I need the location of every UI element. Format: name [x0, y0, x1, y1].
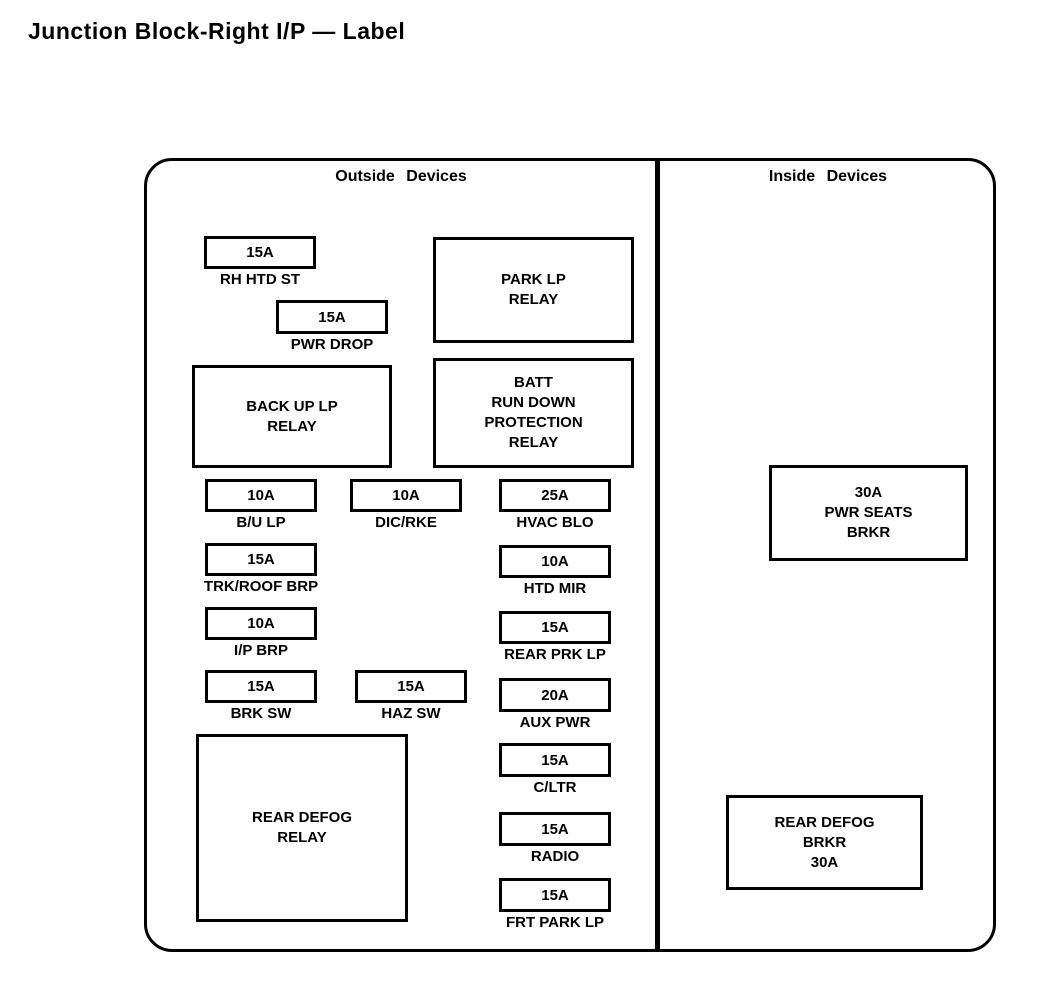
fuse-box: 15A — [205, 670, 317, 703]
relay-label-line: REAR DEFOG — [251, 809, 352, 826]
fuse-b-u-lp: 10A B/U LP — [205, 479, 317, 531]
relay-label-line: RELAY — [508, 434, 559, 451]
relay-pwr-seats-brkr: 30A PWR SEATS BRKR — [769, 465, 968, 561]
relay-label-line: BACK UP LP — [246, 397, 338, 415]
fuse-i-p-brp: 10A I/P BRP — [205, 607, 317, 659]
relay-label-line: RUN DOWN — [491, 394, 576, 411]
relay-label-line: 30A — [810, 853, 839, 871]
relay-back-up-lp-relay: BACK UP LP RELAY — [192, 365, 392, 468]
relay-label-line: RELAY — [267, 417, 317, 435]
fuse-haz-sw: 15A HAZ SW — [355, 670, 467, 722]
fuse-amp-rating: 20A — [541, 686, 569, 704]
fuse-c-ltr: 15A C/LTR — [499, 743, 611, 796]
fuse-dic-rke: 10A DIC/RKE — [350, 479, 462, 531]
fuse-amp-rating: 15A — [246, 244, 274, 261]
relay-label-line: 30A — [854, 484, 883, 501]
fuse-amp-rating: 15A — [397, 678, 425, 695]
outside-devices-header: Outside Devices — [335, 168, 467, 185]
fuse-box: 10A — [205, 607, 317, 640]
relay-label-line: RELAY — [508, 291, 559, 308]
fuse-box: 15A — [355, 670, 467, 703]
fuse-box: 15A — [276, 300, 388, 334]
fuse-box: 15A — [204, 236, 316, 269]
inside-devices-header: Inside Devices — [768, 168, 888, 185]
fuse-label: I/P BRP — [234, 642, 288, 659]
relay-batt-run-down-protection-relay: BATT RUN DOWN PROTECTION RELAY — [433, 358, 634, 468]
relay-label-line: PROTECTION — [484, 414, 583, 431]
fuse-amp-rating: 10A — [247, 487, 275, 504]
fuse-trk-roof-brp: 15A TRK/ROOF BRP — [203, 543, 319, 595]
relay-park-lp-relay: PARK LP RELAY — [433, 237, 634, 343]
fuse-amp-rating: 15A — [318, 308, 346, 326]
fuse-box: 15A — [205, 543, 317, 576]
fuse-amp-rating: 15A — [247, 678, 275, 695]
fuse-box: 15A — [499, 812, 611, 846]
fuse-box: 20A — [499, 678, 611, 712]
fuse-box: 10A — [499, 545, 611, 578]
fuse-brk-sw: 15A BRK SW — [205, 670, 317, 722]
fuse-label: RADIO — [530, 848, 580, 865]
fuse-label: RH HTD ST — [220, 271, 300, 288]
relay-label-line: PARK LP — [501, 271, 566, 288]
relay-label-line: PWR SEATS — [824, 504, 913, 521]
section-divider-line — [655, 160, 660, 950]
relay-rear-defog-brkr: REAR DEFOG BRKR 30A — [726, 795, 923, 890]
fuse-label: HAZ SW — [381, 705, 441, 722]
fuse-box: 15A — [499, 743, 611, 777]
fuse-label: HVAC BLO — [516, 514, 594, 531]
relay-label-line: RELAY — [277, 829, 327, 846]
page-title: Junction Block-Right I/P — Label — [28, 18, 406, 44]
fuse-amp-rating: 10A — [541, 553, 569, 570]
fuse-box: 10A — [350, 479, 462, 512]
fuse-box: 15A — [499, 878, 611, 912]
fuse-amp-rating: 15A — [541, 751, 569, 769]
fuse-label: HTD MIR — [523, 580, 587, 597]
fuse-label: PWR DROP — [290, 336, 374, 353]
fuse-amp-rating: 10A — [392, 487, 420, 504]
relay-label-line: REAR DEFOG — [774, 813, 875, 831]
fuse-label: REAR PRK LP — [504, 646, 606, 663]
fuse-box: 25A — [499, 479, 611, 512]
fuse-rear-prk-lp: 15A REAR PRK LP — [499, 611, 611, 663]
fuse-radio: 15A RADIO — [499, 812, 611, 865]
fuse-label: DIC/RKE — [375, 514, 437, 531]
fuse-htd-mir: 10A HTD MIR — [499, 545, 611, 597]
fuse-rh-htd-st: 15A RH HTD ST — [204, 236, 316, 288]
relay-label-line: BRKR — [846, 524, 891, 541]
fuse-frt-park-lp: 15A FRT PARK LP — [499, 878, 611, 931]
fuse-hvac-blo: 25A HVAC BLO — [499, 479, 611, 531]
fuse-pwr-drop: 15A PWR DROP — [276, 300, 388, 353]
relay-label-line: BATT — [514, 374, 553, 391]
fuse-label: C/LTR — [533, 779, 577, 796]
fuse-label: FRT PARK LP — [505, 914, 605, 931]
fuse-label: BRK SW — [230, 705, 292, 722]
fuse-box: 10A — [205, 479, 317, 512]
fuse-amp-rating: 25A — [541, 487, 569, 504]
fuse-amp-rating: 15A — [541, 820, 569, 838]
fuse-label: AUX PWR — [519, 714, 591, 731]
fuse-amp-rating: 10A — [247, 615, 275, 632]
fuse-aux-pwr: 20A AUX PWR — [499, 678, 611, 731]
relay-label-line: BRKR — [802, 833, 847, 851]
fuse-label: TRK/ROOF BRP — [203, 578, 319, 595]
relay-rear-defog-relay: REAR DEFOG RELAY — [196, 734, 408, 922]
fuse-amp-rating: 15A — [247, 551, 275, 568]
fuse-amp-rating: 15A — [541, 619, 569, 636]
fuse-box: 15A — [499, 611, 611, 644]
fuse-label: B/U LP — [236, 514, 286, 531]
fuse-amp-rating: 15A — [541, 886, 569, 904]
